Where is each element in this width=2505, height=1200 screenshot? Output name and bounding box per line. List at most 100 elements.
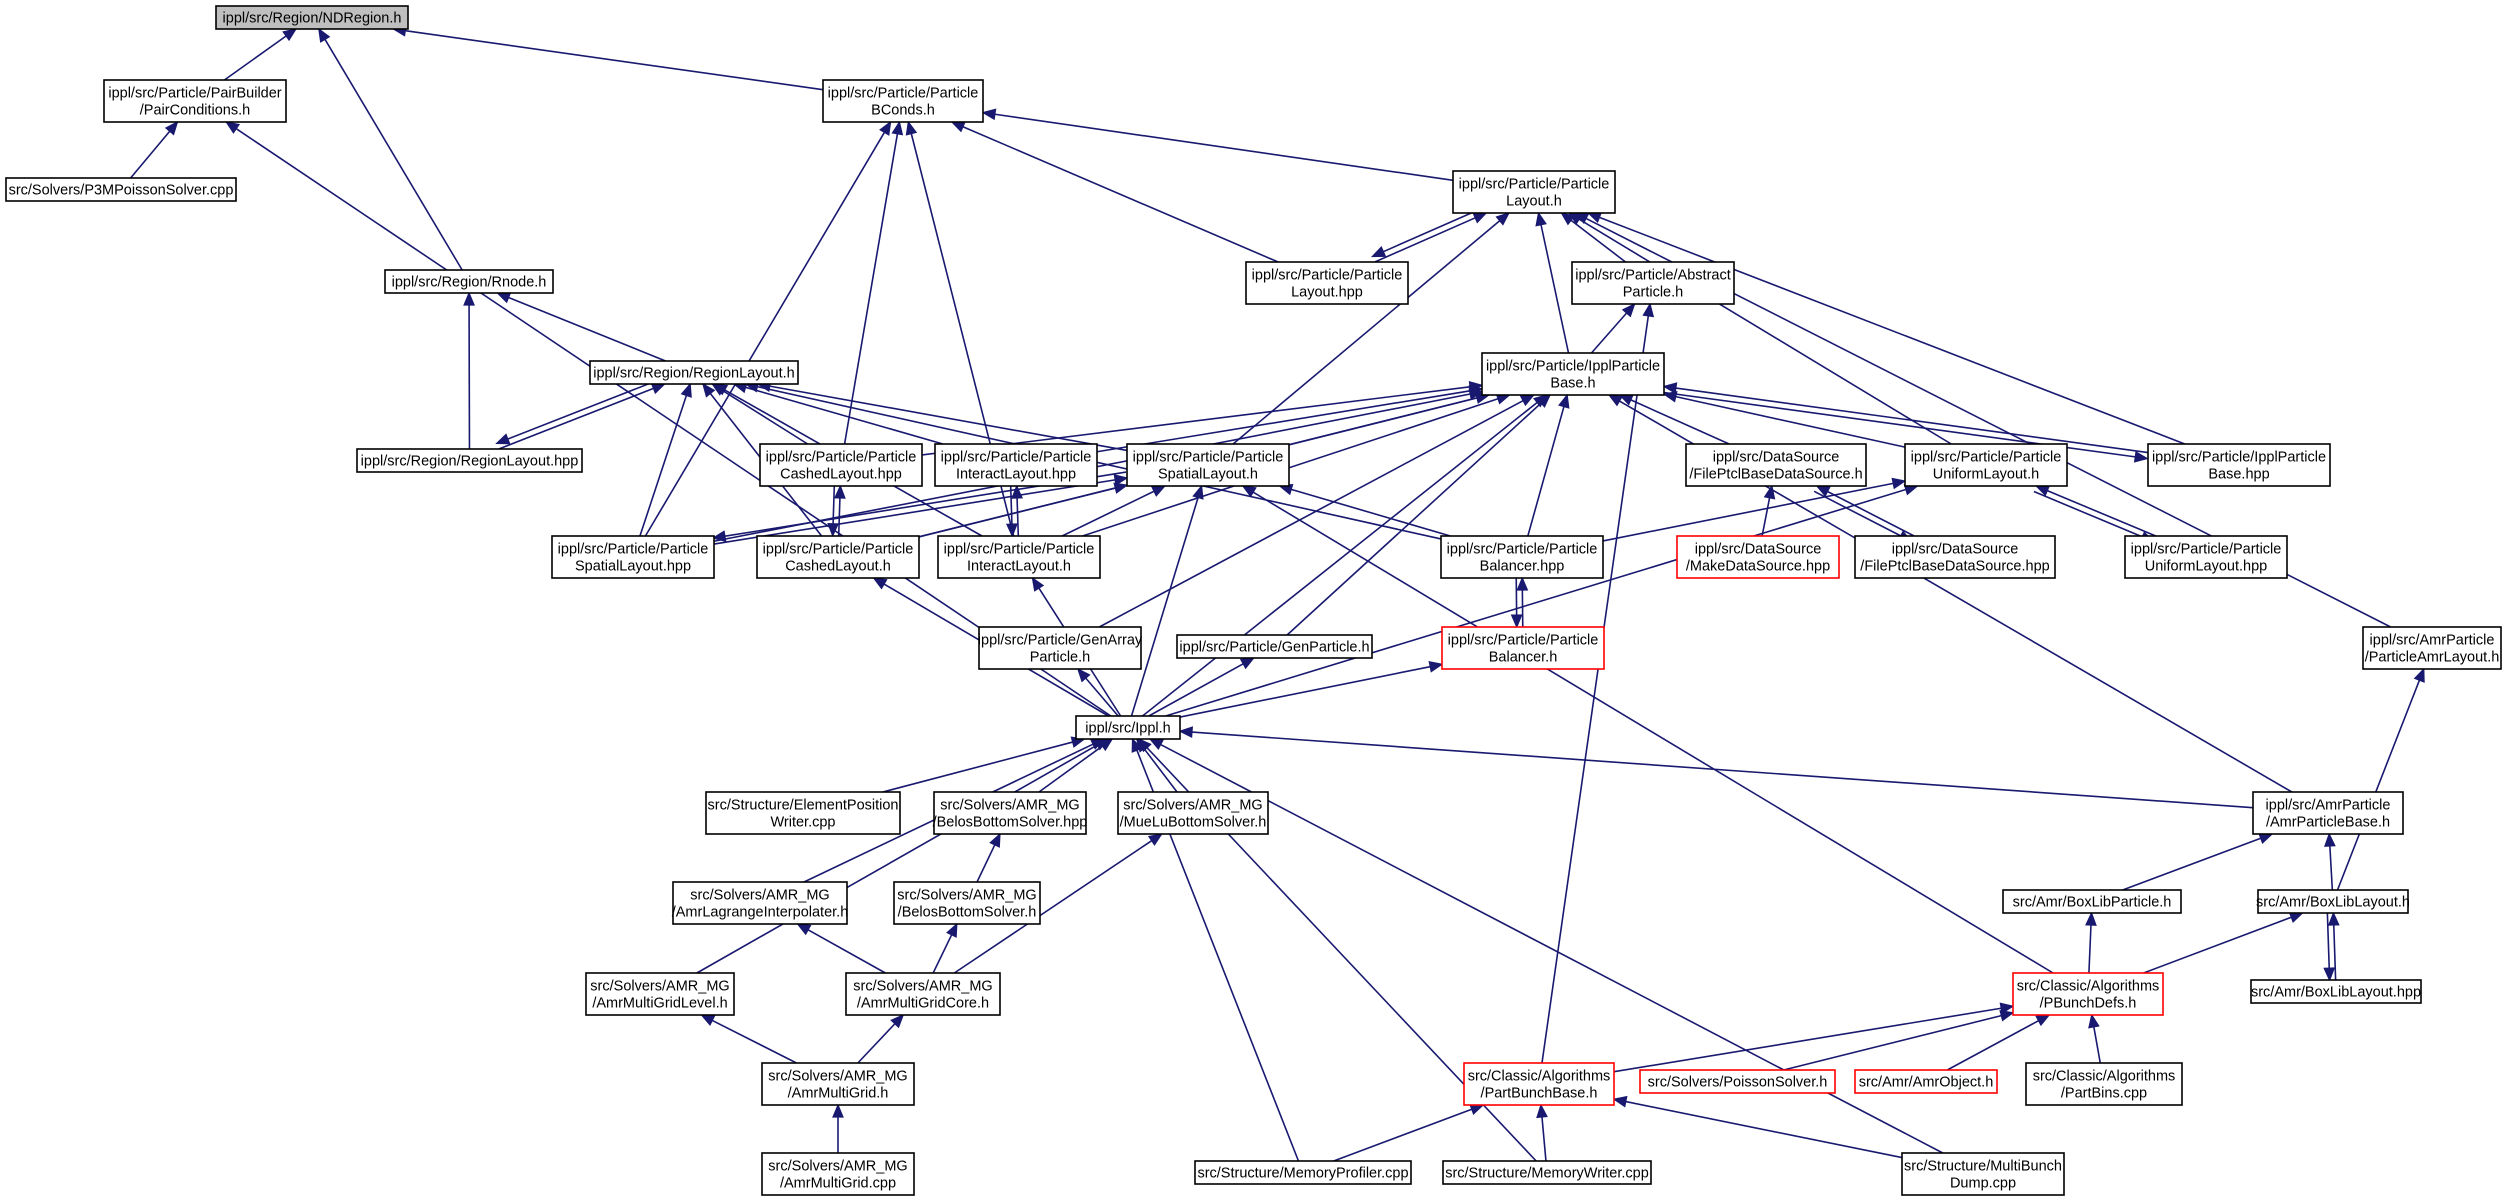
file-node-src-solvers-amr-mg-muelubottomsolver-h[interactable]: src/Solvers/AMR_MG/MueLuBottomSolver.h xyxy=(1117,791,1269,835)
file-node-src-structure-memoryprofiler-cpp[interactable]: src/Structure/MemoryProfiler.cpp xyxy=(1194,1160,1412,1185)
arrowhead-icon xyxy=(1370,246,1387,258)
node-box xyxy=(1075,715,1181,740)
file-node-ippl-src-region-regionlayout-h[interactable]: ippl/src/Region/RegionLayout.h xyxy=(589,360,799,385)
edge-line xyxy=(1570,219,1627,263)
edge-line xyxy=(1141,401,1538,717)
file-node-src-amr-amrobject-h[interactable]: src/Amr/AmrObject.h xyxy=(1854,1069,1998,1094)
file-node-ippl-src-particle-particleinteractlayout-hpp[interactable]: ippl/src/Particle/ParticleInteractLayout… xyxy=(934,443,1098,487)
file-node-src-solvers-poissonsolver-h[interactable]: src/Solvers/PoissonSolver.h xyxy=(1639,1069,1836,1094)
file-node-ippl-src-particle-particleinteractlayout-h[interactable]: ippl/src/Particle/ParticleInteractLayout… xyxy=(937,535,1101,579)
edge-bconds-to-ndregion xyxy=(391,24,824,91)
edge-elempos-to-ippl_h xyxy=(882,736,1086,793)
file-node-ippl-src-particle-particleuniformlayout-h[interactable]: ippl/src/Particle/ParticleUniformLayout.… xyxy=(1904,443,2068,487)
arrowhead-icon xyxy=(1239,657,1256,670)
node-box xyxy=(1245,261,1409,305)
node-box xyxy=(5,177,237,202)
file-node-ippl-src-datasource-fileptclbasedatasource-hpp[interactable]: ippl/src/DataSource/FilePtclBaseDataSour… xyxy=(1854,535,2056,579)
edge-line xyxy=(1527,406,1565,537)
arrowhead-icon xyxy=(1147,833,1163,846)
arrowhead-icon xyxy=(1763,484,1776,500)
edge-line xyxy=(2326,913,2331,969)
node-box xyxy=(2002,889,2182,914)
node-label: ippl/src/Ippl.h xyxy=(1085,721,1170,737)
file-node-ippl-src-amrparticle-particleamrlayout-h[interactable]: ippl/src/AmrParticle/ParticleAmrLayout.h xyxy=(2362,626,2502,670)
node-label: /AmrLagrangeInterpolater.h xyxy=(672,905,849,921)
node-label: ippl/src/Particle/Particle xyxy=(558,542,709,558)
edge-pairconditions-to-ndregion xyxy=(223,28,298,81)
file-node-src-solvers-amr-mg-amrmultigridcore-h[interactable]: src/Solvers/AMR_MG/AmrMultiGridCore.h xyxy=(845,972,1001,1016)
node-label: src/Solvers/AMR_MG xyxy=(590,979,729,995)
file-node-ippl-src-particle-particlespatiallayout-hpp[interactable]: ippl/src/Particle/ParticleSpatialLayout.… xyxy=(551,535,715,579)
node-label: ippl/src/Particle/Particle xyxy=(1252,268,1403,284)
edge-line xyxy=(1098,399,1524,628)
arrowhead-icon xyxy=(1642,302,1655,318)
edge-line xyxy=(1191,731,2254,809)
file-node-ippl-src-datasource-fileptclbasedatasource-h[interactable]: ippl/src/DataSource/FilePtclBaseDataSour… xyxy=(1685,443,1867,487)
edge-uniform_hpp-to-uniform_h xyxy=(2034,485,2157,537)
file-node-ippl-src-particle-particleuniformlayout-hpp[interactable]: ippl/src/Particle/ParticleUniformLayout.… xyxy=(2124,535,2288,579)
file-node-ippl-src-region-ndregion-h[interactable]: ippl/src/Region/NDRegion.h xyxy=(215,5,409,30)
edge-line xyxy=(1383,206,1485,253)
arrowhead-icon xyxy=(2327,911,2340,926)
file-node-src-amr-boxlibparticle-h[interactable]: src/Amr/BoxLibParticle.h xyxy=(2002,889,2182,914)
edge-line xyxy=(508,296,666,362)
file-node-src-amr-boxliblayout-hpp[interactable]: src/Amr/BoxLibLayout.hpp xyxy=(2250,979,2422,1004)
file-node-ippl-src-amrparticle-amrparticlebase-h[interactable]: ippl/src/AmrParticle/AmrParticleBase.h xyxy=(2252,791,2404,835)
node-box xyxy=(1126,443,1290,487)
file-node-src-solvers-amr-mg-amrmultigridlevel-h[interactable]: src/Solvers/AMR_MG/AmrMultiGridLevel.h xyxy=(585,972,735,1016)
file-node-src-structure-memorywriter-cpp[interactable]: src/Structure/MemoryWriter.cpp xyxy=(1442,1160,1652,1185)
node-box xyxy=(933,791,1087,835)
file-node-ippl-src-region-rnode-h[interactable]: ippl/src/Region/Rnode.h xyxy=(384,269,554,294)
file-node-src-classic-algorithms-partbins-cpp[interactable]: src/Classic/Algorithms/PartBins.cpp xyxy=(2025,1062,2183,1106)
file-node-src-classic-algorithms-partbunchbase-h[interactable]: src/Classic/Algorithms/PartBunchBase.h xyxy=(1463,1062,1615,1106)
edge-amrpbase-to-ippl_h xyxy=(1178,726,2254,809)
file-node-ippl-src-particle-genparticle-h[interactable]: ippl/src/Particle/GenParticle.h xyxy=(1176,634,1373,659)
node-label: src/Structure/MultiBunch xyxy=(1904,1159,2062,1175)
file-node-src-solvers-amr-mg-amrlagrangeinterpolater-h[interactable]: src/Solvers/AMR_MG/AmrLagrangeInterpolat… xyxy=(672,881,849,925)
arrowhead-icon xyxy=(1472,212,1488,224)
node-label: UniformLayout.hpp xyxy=(2145,559,2268,575)
node-box xyxy=(845,972,1001,1016)
file-node-ippl-src-ippl-h[interactable]: ippl/src/Ippl.h xyxy=(1075,715,1181,740)
file-node-src-solvers-amr-mg-belosbottomsolver-hpp[interactable]: src/Solvers/AMR_MG/BelosBottomSolver.hpp xyxy=(933,791,1088,835)
node-label: /MueLuBottomSolver.h xyxy=(1120,815,1267,831)
file-node-ippl-src-particle-particlecashedlayout-hpp[interactable]: ippl/src/Particle/ParticleCashedLayout.h… xyxy=(759,443,923,487)
node-label: /PBunchDefs.h xyxy=(2040,996,2137,1012)
file-node-ippl-src-datasource-makedatasource-hpp[interactable]: ippl/src/DataSource/MakeDataSource.hpp xyxy=(1676,535,1840,579)
edge-line xyxy=(2033,490,2143,538)
file-node-src-classic-algorithms-pbunchdefs-h[interactable]: src/Classic/Algorithms/PBunchDefs.h xyxy=(2012,972,2164,1016)
node-label: ippl/src/Particle/Particle xyxy=(2131,542,2282,558)
node-label: InteractLayout.hpp xyxy=(956,467,1076,483)
node-box xyxy=(1854,535,2056,579)
node-label: InteractLayout.h xyxy=(967,559,1071,575)
file-node-ippl-src-particle-particlespatiallayout-h[interactable]: ippl/src/Particle/ParticleSpatialLayout.… xyxy=(1126,443,1290,487)
arrowhead-icon xyxy=(2324,832,2336,847)
file-node-src-solvers-amr-mg-belosbottomsolver-h[interactable]: src/Solvers/AMR_MG/BelosBottomSolver.h xyxy=(893,881,1041,925)
edge-line xyxy=(1761,497,1771,537)
node-label: ippl/src/Particle/Abstract xyxy=(1575,268,1731,284)
node-label: src/Classic/Algorithms xyxy=(1468,1069,1611,1085)
file-node-ippl-src-region-regionlayout-hpp[interactable]: ippl/src/Region/RegionLayout.hpp xyxy=(356,448,583,473)
file-node-src-amr-boxliblayout-h[interactable]: src/Amr/BoxLibLayout.h xyxy=(2256,889,2410,914)
node-label: ippl/src/Particle/GenParticle.h xyxy=(1179,640,1369,656)
edge-makedatasource-to-fileptcl_h xyxy=(1761,484,1776,537)
arrowhead-icon xyxy=(224,121,241,134)
edge-poisson-to-pbunchdefs xyxy=(1783,1010,2015,1071)
edge-genarray-to-ipplbase_h xyxy=(1098,394,1536,628)
file-node-src-solvers-amr-mg-amrmultigrid-h[interactable]: src/Solvers/AMR_MG/AmrMultiGrid.h xyxy=(761,1062,915,1106)
file-node-ippl-src-particle-pairbuilder-pairconditions-h[interactable]: ippl/src/Particle/PairBuilder/PairCondit… xyxy=(103,79,287,123)
file-node-src-solvers-p3mpoissonsolver-cpp[interactable]: src/Solvers/P3MPoissonSolver.cpp xyxy=(5,177,237,202)
file-node-src-solvers-amr-mg-amrmultigrid-cpp[interactable]: src/Solvers/AMR_MG/AmrMultiGrid.cpp xyxy=(761,1152,915,1196)
